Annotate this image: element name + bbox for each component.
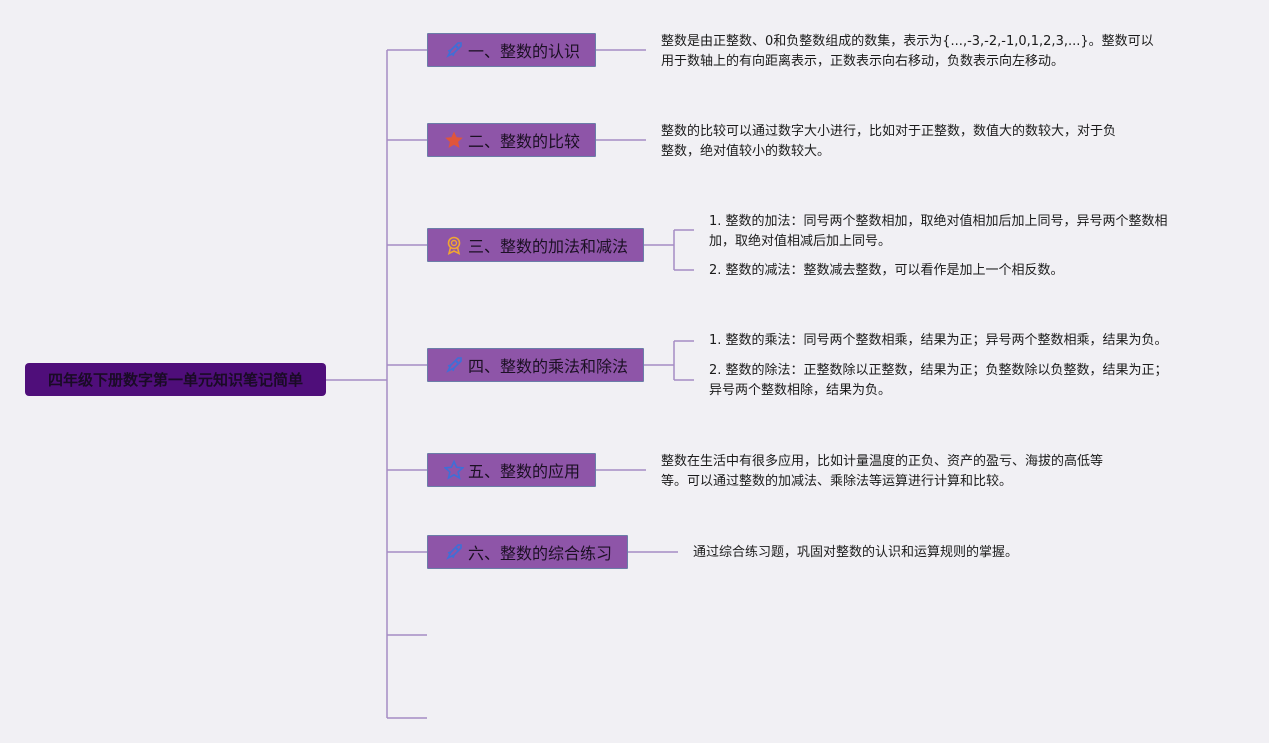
topic-label: 五、整数的应用 bbox=[468, 462, 581, 481]
topic-label: 六、整数的综合练习 bbox=[468, 544, 613, 563]
star-filled-icon bbox=[444, 130, 464, 150]
star-outline-icon bbox=[444, 460, 464, 480]
note-integer-subtraction: 2. 整数的减法：整数减去整数，可以看作是加上一个相反数。 bbox=[709, 261, 1064, 281]
note-line: 异号两个整数相除，结果为负。 bbox=[709, 383, 892, 398]
rocket-icon bbox=[444, 355, 464, 375]
note-line: 1. 整数的乘法：同号两个整数相乘，结果为正；异号两个整数相乘，结果为负。 bbox=[709, 333, 1168, 348]
note-line: 等。可以通过整数的加减法、乘除法等运算进行计算和比较。 bbox=[661, 474, 1013, 489]
note-line: 整数是由正整数、0和负整数组成的数集，表示为{...,-3,-2,-1,0,1,… bbox=[661, 34, 1154, 49]
root-topic[interactable]: 四年级下册数字第一单元知识笔记简单 bbox=[25, 363, 326, 396]
topic-label: 三、整数的加法和减法 bbox=[468, 237, 629, 256]
root-title: 四年级下册数字第一单元知识笔记简单 bbox=[47, 371, 303, 389]
topic-integer-application[interactable]: 五、整数的应用 bbox=[427, 453, 596, 487]
note-line: 整数，绝对值较小的数较大。 bbox=[661, 144, 831, 159]
topic-integer-multiply-divide[interactable]: 四、整数的乘法和除法 bbox=[427, 348, 644, 382]
note-line: 1. 整数的加法：同号两个整数相加，取绝对值相加后加上同号，异号两个整数相 bbox=[709, 214, 1168, 229]
topic-label: 一、整数的认识 bbox=[468, 42, 581, 61]
note-line: 2. 整数的除法：正整数除以正整数，结果为正；负整数除以负整数，结果为正； bbox=[709, 363, 1168, 378]
note-integer-multiplication: 1. 整数的乘法：同号两个整数相乘，结果为正；异号两个整数相乘，结果为负。 bbox=[709, 331, 1168, 351]
note-integer-comparison: 整数的比较可以通过数字大小进行，比如对于正整数，数值大的数较大，对于负 整数，绝… bbox=[661, 122, 1116, 162]
topic-integer-add-subtract[interactable]: 三、整数的加法和减法 bbox=[427, 228, 644, 262]
rocket-icon bbox=[444, 542, 464, 562]
note-integer-division: 2. 整数的除法：正整数除以正整数，结果为正；负整数除以负整数，结果为正； 异号… bbox=[709, 361, 1168, 401]
note-line: 整数在生活中有很多应用，比如计量温度的正负、资产的盈亏、海拔的高低等 bbox=[661, 454, 1104, 469]
note-integer-addition: 1. 整数的加法：同号两个整数相加，取绝对值相加后加上同号，异号两个整数相 加，… bbox=[709, 212, 1168, 252]
topic-label: 二、整数的比较 bbox=[468, 132, 581, 151]
note-line: 通过综合练习题，巩固对整数的认识和运算规则的掌握。 bbox=[693, 545, 1019, 560]
note-line: 用于数轴上的有向距离表示，正数表示向右移动，负数表示向左移动。 bbox=[661, 54, 1065, 69]
topic-integer-practice[interactable]: 六、整数的综合练习 bbox=[427, 535, 628, 569]
note-line: 整数的比较可以通过数字大小进行，比如对于正整数，数值大的数较大，对于负 bbox=[661, 124, 1117, 139]
note-line: 加，取绝对值相减后加上同号。 bbox=[709, 234, 892, 249]
award-badge-icon bbox=[444, 235, 464, 255]
topic-integer-comparison[interactable]: 二、整数的比较 bbox=[427, 123, 596, 157]
note-integer-recognition: 整数是由正整数、0和负整数组成的数集，表示为{...,-3,-2,-1,0,1,… bbox=[661, 32, 1154, 72]
note-line: 2. 整数的减法：整数减去整数，可以看作是加上一个相反数。 bbox=[709, 263, 1064, 278]
note-integer-practice: 通过综合练习题，巩固对整数的认识和运算规则的掌握。 bbox=[693, 543, 1018, 563]
rocket-icon bbox=[444, 40, 464, 60]
topic-integer-recognition[interactable]: 一、整数的认识 bbox=[427, 33, 596, 67]
note-integer-application: 整数在生活中有很多应用，比如计量温度的正负、资产的盈亏、海拔的高低等 等。可以通… bbox=[661, 452, 1103, 492]
topic-label: 四、整数的乘法和除法 bbox=[468, 357, 629, 376]
